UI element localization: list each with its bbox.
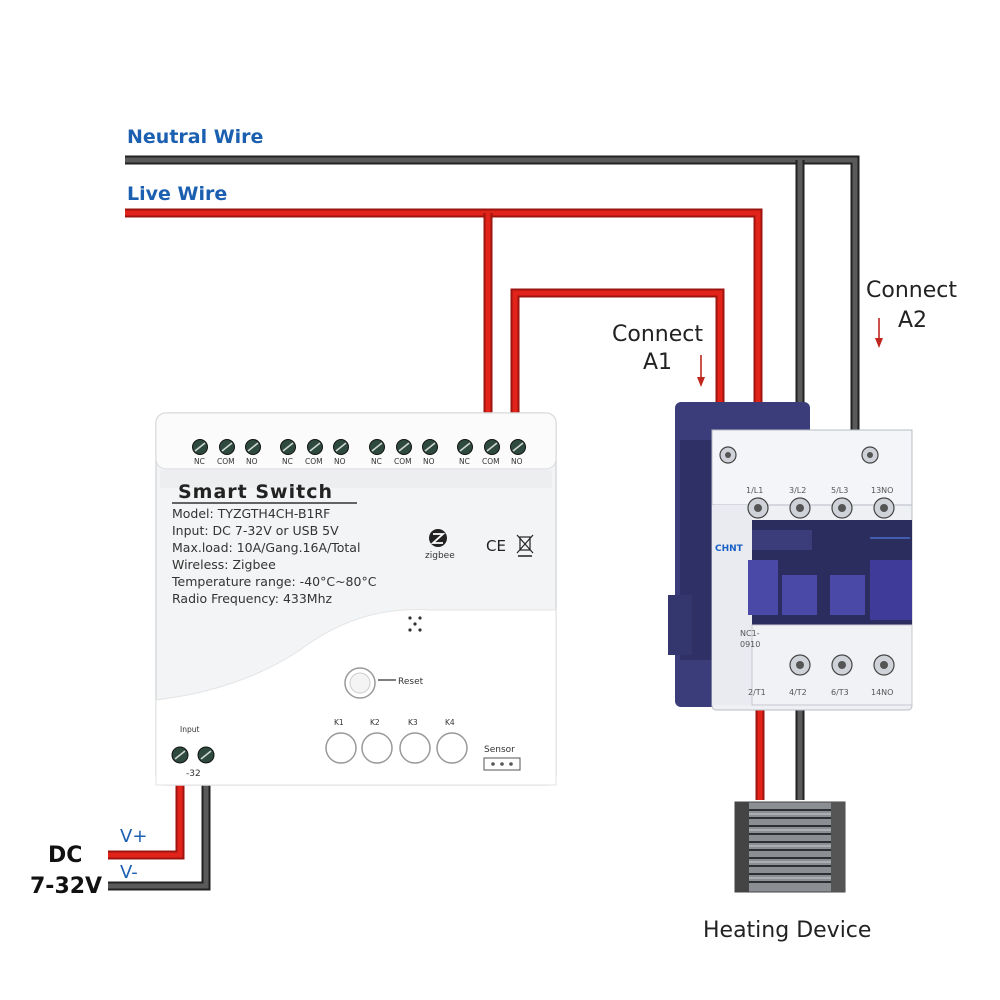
arrow-a2-icon <box>875 318 883 348</box>
terminal-label: 3/L2 <box>789 486 806 495</box>
live-wire-label: Live Wire <box>127 183 227 205</box>
connect-a2-sub: A2 <box>898 308 927 333</box>
input-label: Input <box>180 725 199 734</box>
reset-button[interactable] <box>344 667 376 699</box>
bottom-terminal-labels: 2/T1 4/T2 6/T3 14NO <box>748 688 893 697</box>
button-label: K1 <box>334 718 344 727</box>
k2-button[interactable] <box>361 732 393 764</box>
sensor-label: Sensor <box>484 745 515 755</box>
dc-label: DC <box>48 843 82 868</box>
contactor: 1/L1 3/L2 5/L3 13NO CHNT NC1- 0910 2/T1 … <box>668 402 913 711</box>
terminal-label: NC <box>194 457 205 466</box>
terminal-label: COM <box>394 457 412 466</box>
terminal-label: NC <box>371 457 382 466</box>
terminal-label: NC <box>282 457 293 466</box>
channel-buttons: K1 K2 K3 K4 <box>325 718 468 764</box>
k3-button[interactable] <box>399 732 431 764</box>
input-terminals <box>171 746 215 764</box>
dc-voltage-label: 7-32V <box>30 874 102 899</box>
weee-bin-icon <box>516 534 534 557</box>
terminal-label: COM <box>217 457 235 466</box>
input-voltage-label: -32 <box>186 769 201 779</box>
bottom-terminal-screws <box>789 654 895 676</box>
terminal-label: COM <box>482 457 500 466</box>
smart-switch-title: Smart Switch <box>178 481 333 503</box>
button-label: K3 <box>408 718 418 727</box>
connect-a1-label: Connect <box>612 322 703 347</box>
terminal-label: NC <box>459 457 470 466</box>
terminal-label: COM <box>305 457 323 466</box>
spec-line: Max.load: 10A/Gang.16A/Total <box>172 540 360 555</box>
wires <box>108 155 860 891</box>
k1-button[interactable] <box>325 732 357 764</box>
v-minus-label: V- <box>120 862 138 883</box>
top-terminal-screws <box>719 446 895 519</box>
smart-switch-module: NC COM NO NC COM NO NC COM NO NC COM NO … <box>155 412 557 786</box>
terminal-label: 13NO <box>871 486 893 495</box>
speaker-icon <box>408 616 422 632</box>
terminal-label: 4/T2 <box>789 688 807 697</box>
spec-line: Temperature range: -40°C~80°C <box>171 574 377 589</box>
terminal-label: NO <box>511 457 523 466</box>
terminal-label: NO <box>334 457 346 466</box>
top-terminal-labels: 1/L1 3/L2 5/L3 13NO <box>746 486 893 495</box>
ce-mark: CE <box>486 537 506 555</box>
spec-list: Model: TYZGTH4CH-B1RF Input: DC 7-32V or… <box>171 506 377 606</box>
connect-a2-label: Connect <box>866 278 957 303</box>
spec-line: Wireless: Zigbee <box>172 557 276 572</box>
terminal-labels: NC COM NO NC COM NO NC COM NO NC COM NO <box>194 457 523 466</box>
heating-device-icon <box>734 801 846 893</box>
zigbee-logo-icon: zigbee <box>425 529 455 561</box>
terminal-label: 5/L3 <box>831 486 848 495</box>
k4-button[interactable] <box>436 732 468 764</box>
spec-line: Model: TYZGTH4CH-B1RF <box>172 506 330 521</box>
terminal-label: 2/T1 <box>748 688 766 697</box>
reset-label: Reset <box>398 677 424 687</box>
connect-a1-sub: A1 <box>643 350 672 375</box>
spec-line: Input: DC 7-32V or USB 5V <box>172 523 339 538</box>
terminal-label: 6/T3 <box>831 688 849 697</box>
arrow-a1-icon <box>697 355 705 387</box>
contactor-model: NC1- <box>740 629 760 638</box>
button-label: K2 <box>370 718 380 727</box>
terminal-label: NO <box>246 457 258 466</box>
heating-device-label: Heating Device <box>703 918 871 943</box>
v-plus-label: V+ <box>120 826 147 847</box>
neutral-wire-label: Neutral Wire <box>127 126 263 148</box>
terminal-label: NO <box>423 457 435 466</box>
zigbee-label: zigbee <box>425 551 455 561</box>
contactor-model-sub: 0910 <box>740 640 760 649</box>
sensor-port[interactable] <box>483 757 521 771</box>
relay-terminals <box>192 439 526 455</box>
terminal-label: 1/L1 <box>746 486 763 495</box>
contactor-brand: CHNT <box>715 544 744 554</box>
spec-line: Radio Frequency: 433Mhz <box>172 591 333 606</box>
terminal-label: 14NO <box>871 688 893 697</box>
button-label: K4 <box>445 718 455 727</box>
